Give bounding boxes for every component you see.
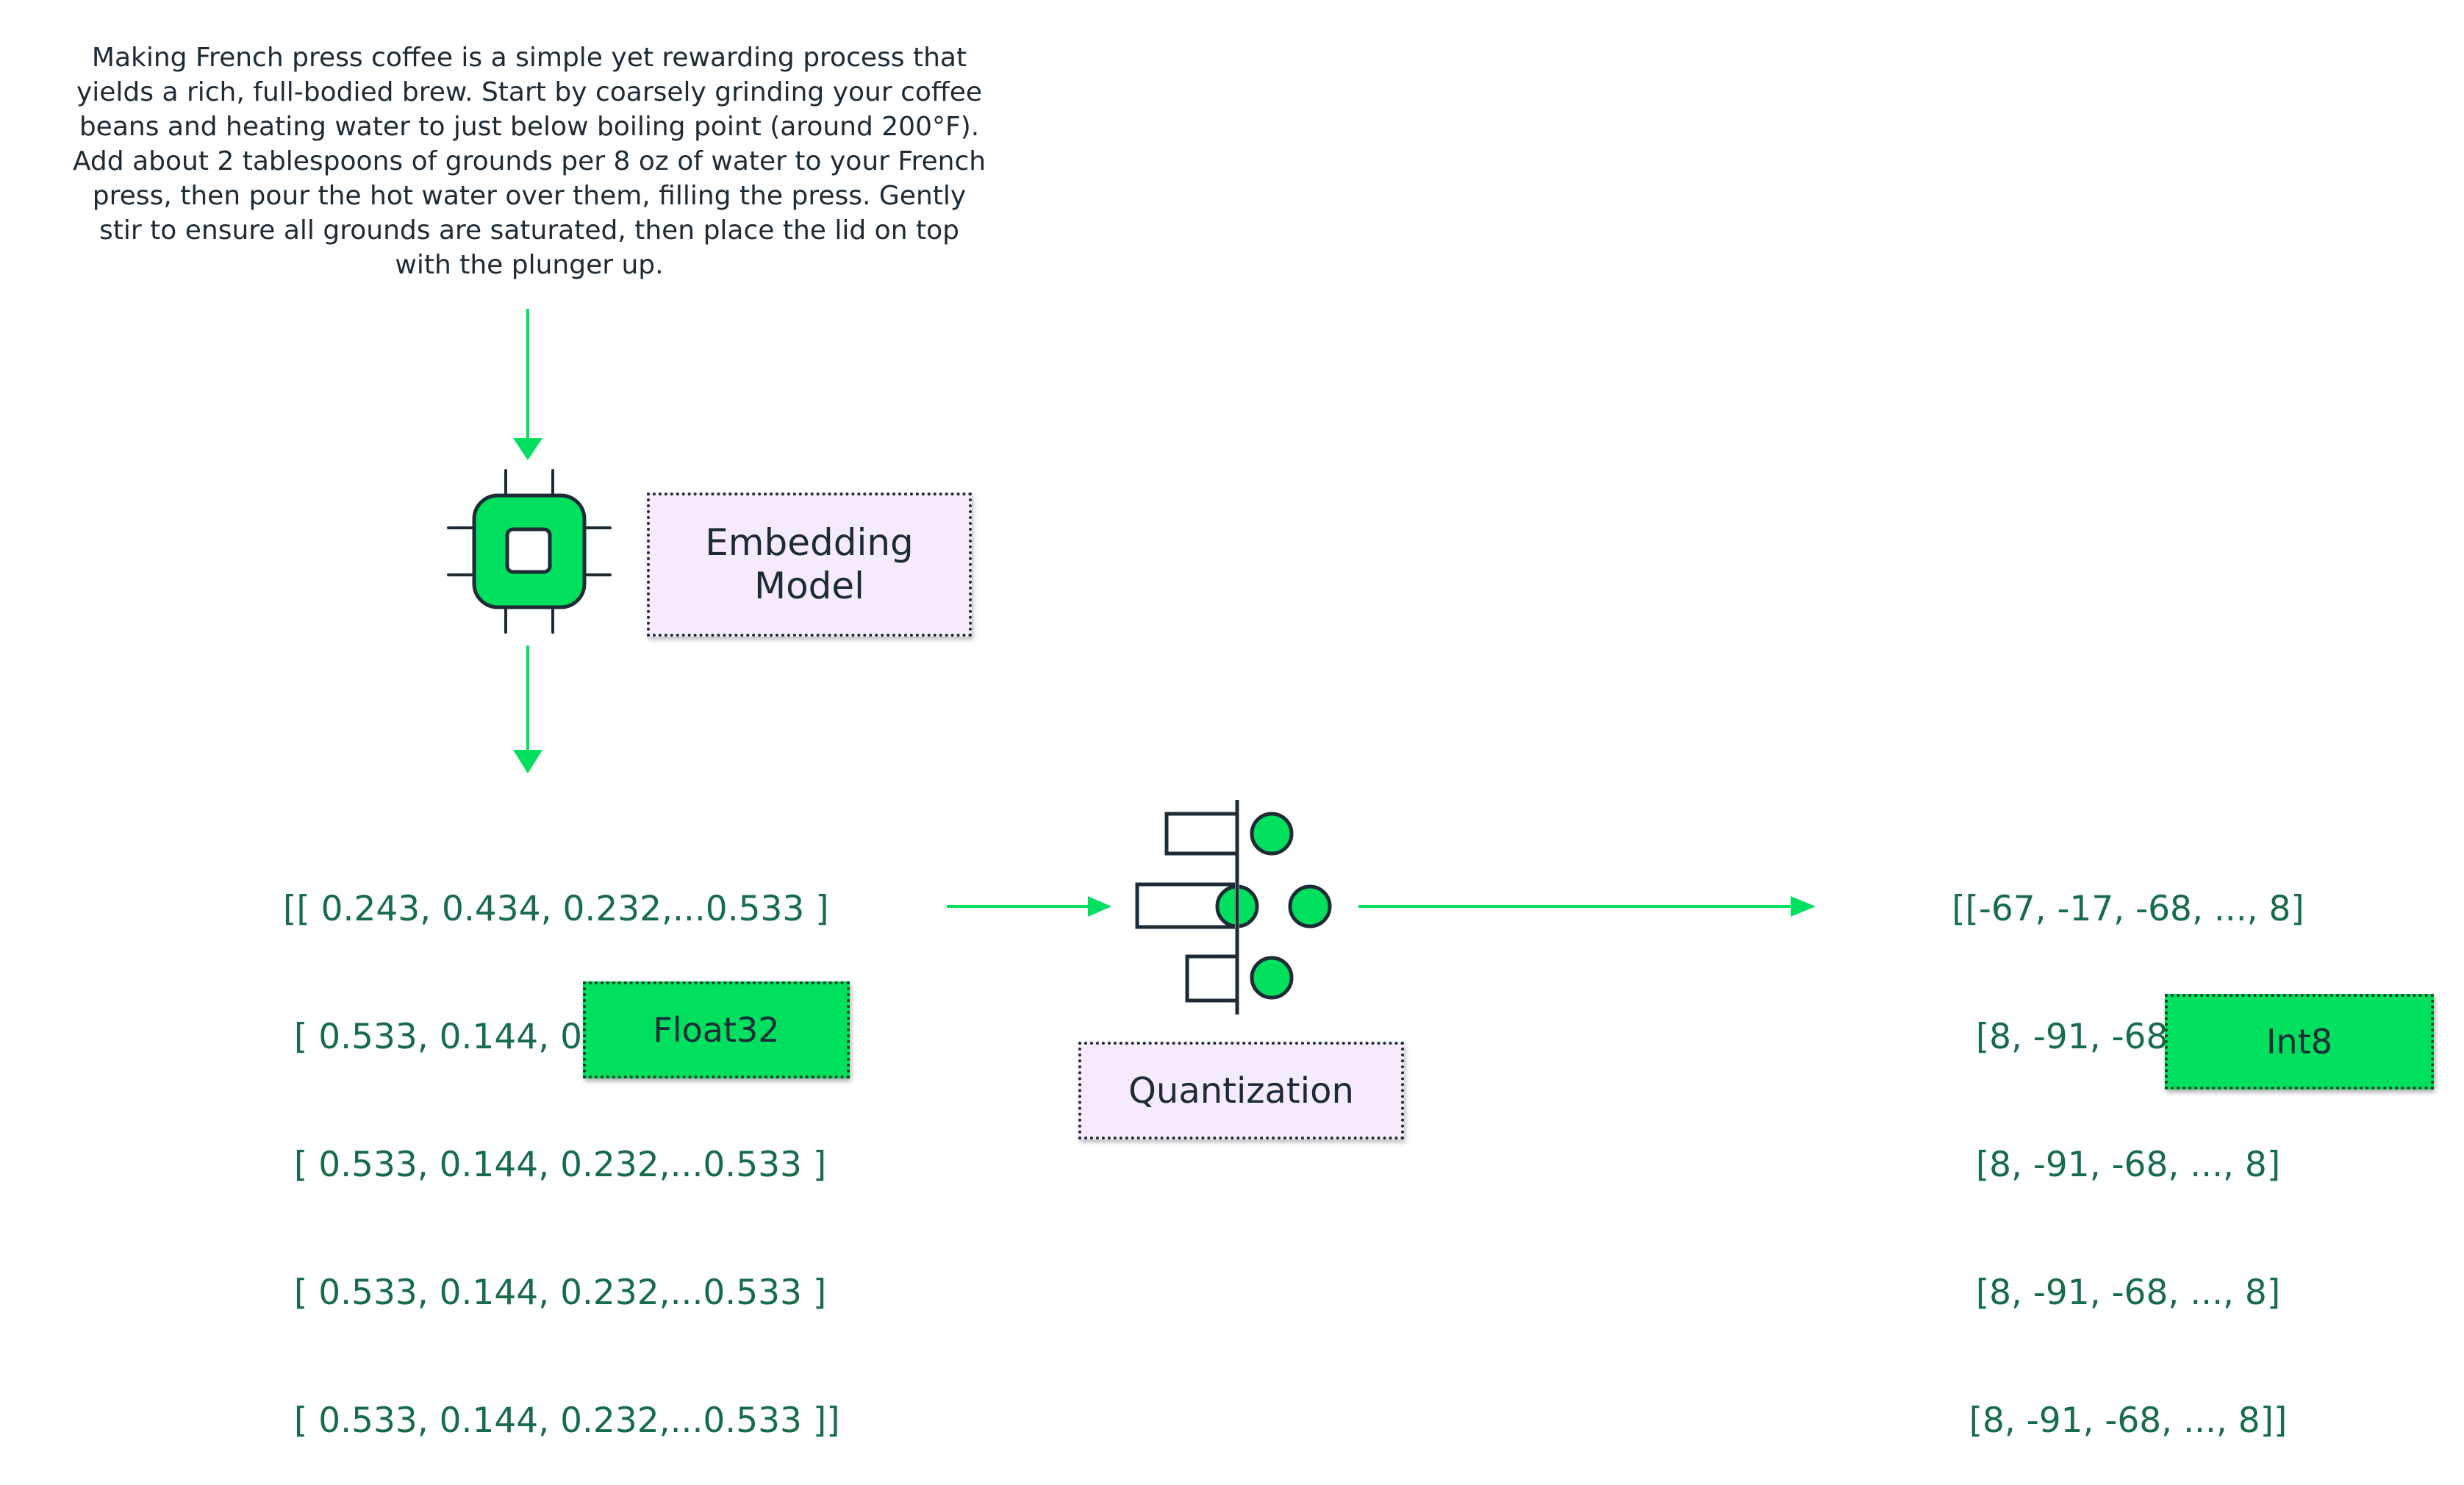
int-row: [8, -91, -68, ..., 8]: [1975, 1273, 2281, 1313]
float-row: [ 0.533, 0.144, 0.232,...0.533 ]: [283, 1145, 827, 1185]
int-row: [[-67, -17, -68, ..., 8]: [1952, 889, 2304, 929]
chip-icon: [447, 469, 612, 634]
diagram-canvas: [447, 309, 1816, 1015]
int8-vectors: [[-67, -17, -68, ..., 8] [8, -91, -68, .…: [1908, 803, 2349, 1485]
arrowhead-quant-to-int: [1791, 896, 1816, 917]
quantization-label: Quantization: [1078, 1042, 1404, 1139]
intro-paragraph: Making French press coffee is a simple y…: [72, 43, 986, 280]
arrowhead-text-to-model: [513, 438, 542, 460]
embedding-model-label: Embedding Model: [647, 493, 972, 637]
int-row: [8, -91, -68, ..., 8]]: [1969, 1400, 2288, 1441]
float32-badge: Float32: [583, 981, 850, 1078]
float32-vectors: [[ 0.243, 0.434, 0.232,...0.533 ] [ 0.53…: [283, 803, 840, 1485]
float-row: [[ 0.243, 0.434, 0.232,...0.533 ]: [283, 889, 829, 929]
float-row: [ 0.533, 0.144, 0.232,...0.533 ]: [283, 1273, 827, 1313]
float-row: [ 0.533, 0.144, 0.232,...0.533 ]]: [283, 1400, 840, 1441]
arrowhead-float-to-quant: [1088, 896, 1111, 917]
arrowhead-model-to-vectors: [513, 750, 542, 773]
quantization-icon: [1135, 800, 1332, 1015]
int8-badge: Int8: [2165, 994, 2434, 1089]
int-row: [8, -91, -68, ..., 8]: [1975, 1145, 2281, 1185]
